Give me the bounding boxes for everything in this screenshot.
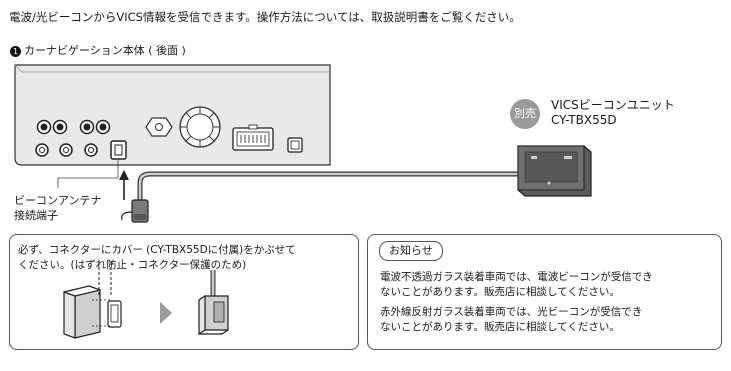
caution-line1: 必ず、コネクターにカバー (CY-TBX55Dに付属)をかぶせて	[18, 244, 296, 256]
caution-line2: ください。(はずれ防止・コネクター保護のため)	[18, 259, 247, 271]
rca-connectors	[35, 119, 111, 157]
cover-after-illustration	[198, 270, 229, 336]
step-heading: 1 カーナビゲーション本体 ( 後面 )	[10, 44, 186, 58]
notice-box	[367, 234, 722, 350]
vics-unit-model: CY-TBX55D	[551, 113, 617, 127]
notice-item-2-line2: ないことがあります。販売店に相談してください。	[380, 321, 620, 333]
intro-text: 電波/光ビーコンからVICS情報を受信できます。操作方法については、取扱説明書を…	[9, 10, 521, 24]
notice-item-1-line2: ないことがあります。販売店に相談してください。	[380, 286, 620, 298]
vics-unit-label: VICSビーコンユニット CY-TBX55D	[551, 98, 675, 128]
beacon-antenna-port	[110, 140, 127, 160]
notice-item-2: 赤外線反射ガラス装着車両では、光ビーコンが受信でき ないことがあります。販売店に…	[380, 305, 642, 335]
car-navigation-unit	[14, 64, 331, 166]
cooling-fan	[179, 106, 221, 148]
notice-item-1: 電波不透過ガラス装着車両では、電波ビーコンが受信でき ないことがあります。販売店…	[380, 270, 653, 300]
vics-unit-name: VICSビーコンユニット	[551, 98, 675, 112]
beacon-port-label-line1: ビーコンアンテナ	[14, 194, 102, 207]
step-heading-label: カーナビゲーション本体 ( 後面 )	[24, 44, 186, 57]
small-connector	[287, 137, 303, 153]
port-leader-line	[57, 160, 119, 188]
cable-plug	[121, 199, 149, 223]
caution-text: 必ず、コネクターにカバー (CY-TBX55Dに付属)をかぶせて ください。(は…	[18, 243, 296, 273]
optional-badge: 別売	[510, 99, 540, 129]
notice-item-2-line1: 赤外線反射ガラス装着車両では、光ビーコンが受信でき	[380, 306, 643, 318]
beacon-cable	[137, 171, 518, 212]
multi-pin-connector	[232, 124, 274, 151]
insert-arrow	[119, 170, 129, 200]
cover-before-illustration	[63, 262, 122, 339]
caution-box	[9, 234, 359, 350]
screw-terminal	[145, 117, 173, 137]
step-arrow-icon	[160, 302, 172, 324]
step-number-badge: 1	[10, 45, 21, 57]
vics-beacon-unit	[517, 145, 592, 197]
notice-item-1-line1: 電波不透過ガラス装着車両では、電波ビーコンが受信でき	[380, 271, 653, 283]
beacon-port-label-line2: 接続端子	[14, 209, 58, 222]
beacon-port-label: ビーコンアンテナ 接続端子	[14, 193, 102, 223]
notice-tag: お知らせ	[379, 241, 443, 261]
